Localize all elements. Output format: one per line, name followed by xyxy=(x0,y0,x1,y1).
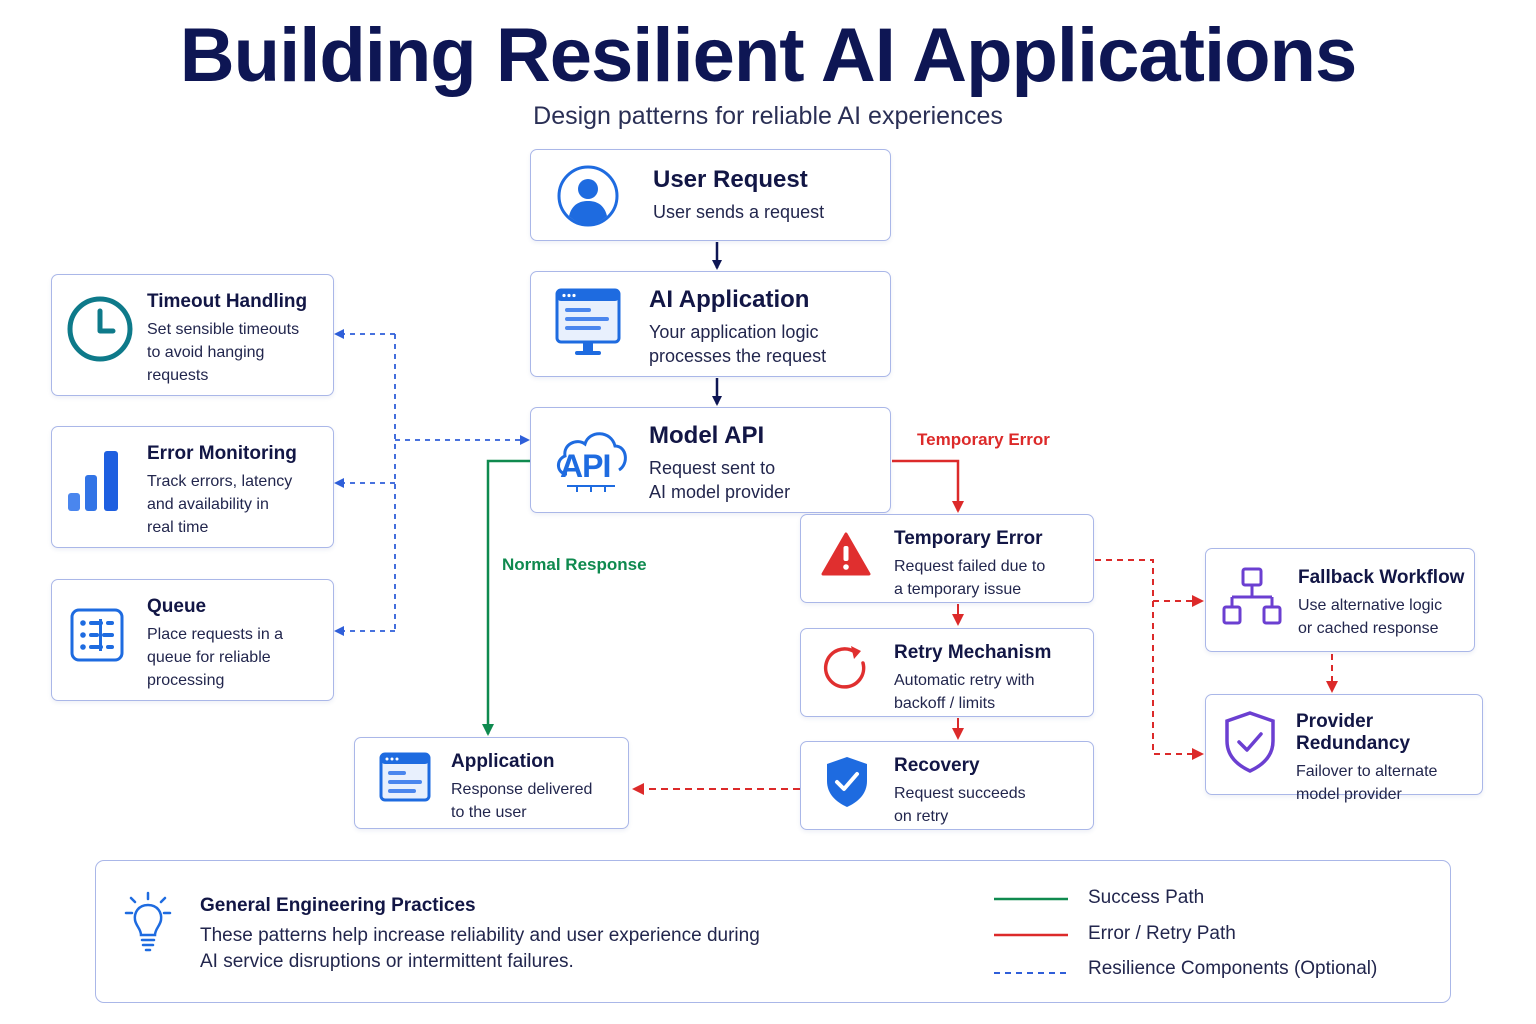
practices-panel: General Engineering Practices These patt… xyxy=(95,860,1451,1003)
page-subtitle: Design patterns for reliable AI experien… xyxy=(533,102,1003,130)
temporary-error-desc-2: a temporary issue xyxy=(894,581,1022,598)
timeout-title: Timeout Handling xyxy=(147,291,308,312)
retry-mechanism-card: Retry Mechanism Automatic retry with bac… xyxy=(800,628,1094,717)
timeout-desc-2: to avoid hanging xyxy=(147,344,265,361)
practices-desc-1: These patterns help increase reliability… xyxy=(200,925,760,946)
retry-icon xyxy=(823,646,866,689)
recovery-title: Recovery xyxy=(894,755,980,776)
model-api-title: Model API xyxy=(649,422,765,449)
legend-resilience-label: Resilience Components (Optional) xyxy=(1088,958,1378,979)
monitoring-title: Error Monitoring xyxy=(147,443,297,464)
ai-application-title: AI Application xyxy=(649,286,810,313)
warning-icon xyxy=(821,532,871,576)
practices-desc-2: AI service disruptions or intermittent f… xyxy=(200,951,574,972)
application-desc-2: to the user xyxy=(451,804,527,821)
browser-window-icon xyxy=(379,752,431,802)
bar-chart-icon xyxy=(68,451,118,511)
practices-title: General Engineering Practices xyxy=(200,895,476,916)
error-monitoring-card: Error Monitoring Track errors, latency a… xyxy=(51,426,334,548)
page-title: Building Resilient AI Applications xyxy=(179,13,1357,98)
list-icon xyxy=(70,608,124,662)
ai-application-card: AI Application Your application logic pr… xyxy=(530,271,891,377)
api-icon-text: API xyxy=(560,448,611,484)
cloud-api-icon: API xyxy=(553,424,629,494)
retry-desc-1: Automatic retry with xyxy=(894,672,1035,689)
fallback-title: Fallback Workflow xyxy=(1298,567,1465,588)
retry-desc-2: backoff / limits xyxy=(894,695,996,712)
normal-response-label: Normal Response xyxy=(502,555,647,574)
user-request-card: User Request User sends a request xyxy=(530,149,891,241)
redundancy-desc-2: model provider xyxy=(1296,786,1402,803)
queue-desc-3: processing xyxy=(147,672,225,689)
temporary-error-label: Temporary Error xyxy=(917,430,1050,449)
normal-response-path xyxy=(482,459,530,736)
retry-title: Retry Mechanism xyxy=(894,642,1052,663)
queue-title: Queue xyxy=(147,596,207,617)
legend-success-label: Success Path xyxy=(1088,887,1205,908)
legend-swatches xyxy=(994,897,1068,974)
error-to-fallback-path xyxy=(1095,559,1204,607)
hierarchy-icon xyxy=(1222,567,1282,625)
clock-icon xyxy=(67,296,133,362)
monitoring-desc-2: and availability in xyxy=(147,496,269,513)
timeout-desc-1: Set sensible timeouts xyxy=(147,321,300,338)
model-api-desc-1: Request sent to xyxy=(649,458,776,478)
provider-redundancy-card: Provider Redundancy Failover to alternat… xyxy=(1205,694,1483,803)
recovery-card: Recovery Request succeeds on retry xyxy=(800,741,1094,830)
fallback-desc-1: Use alternative logic xyxy=(1298,597,1443,614)
temporary-error-desc-1: Request failed due to xyxy=(894,558,1046,575)
monitoring-desc-3: real time xyxy=(147,519,209,536)
recovery-desc-1: Request succeeds xyxy=(894,785,1026,802)
recovery-desc-2: on retry xyxy=(894,808,949,825)
model-api-desc-2: AI model provider xyxy=(649,482,791,502)
user-icon xyxy=(557,165,619,227)
application-title: Application xyxy=(451,751,555,772)
user-request-desc: User sends a request xyxy=(653,202,825,222)
ai-application-desc-1: Your application logic xyxy=(649,322,819,342)
error-to-redundancy-path xyxy=(1152,601,1204,760)
model-api-card: API Model API Request sent to AI model p… xyxy=(530,407,891,513)
fallback-workflow-card: Fallback Workflow Use alternative logic … xyxy=(1205,548,1475,652)
queue-desc-2: queue for reliable xyxy=(147,649,271,666)
shield-check-icon xyxy=(1225,711,1275,773)
shield-check-icon xyxy=(827,757,867,807)
queue-desc-1: Place requests in a xyxy=(147,626,284,643)
timeout-handling-card: Timeout Handling Set sensible timeouts t… xyxy=(51,274,334,396)
browser-monitor-icon xyxy=(555,288,621,355)
temporary-error-card: Temporary Error Request failed due to a … xyxy=(800,514,1094,603)
redundancy-title: Provider Redundancy xyxy=(1296,711,1411,754)
lightbulb-icon xyxy=(124,891,172,952)
application-desc-1: Response delivered xyxy=(451,781,593,798)
temporary-error-path xyxy=(892,459,964,513)
fallback-desc-2: or cached response xyxy=(1298,620,1439,637)
monitoring-desc-1: Track errors, latency xyxy=(147,473,293,490)
practices-desc: These patterns help increase reliability… xyxy=(200,923,820,975)
timeout-desc-3: requests xyxy=(147,367,209,384)
ai-application-desc-2: processes the request xyxy=(649,346,827,366)
legend-error-label: Error / Retry Path xyxy=(1088,923,1236,944)
queue-card: Queue Place requests in a queue for reli… xyxy=(51,579,334,701)
redundancy-desc-1: Failover to alternate xyxy=(1296,763,1438,780)
temporary-error-title: Temporary Error xyxy=(894,528,1043,549)
application-card: Application Response delivered to the us… xyxy=(354,737,629,829)
user-request-title: User Request xyxy=(653,166,808,193)
